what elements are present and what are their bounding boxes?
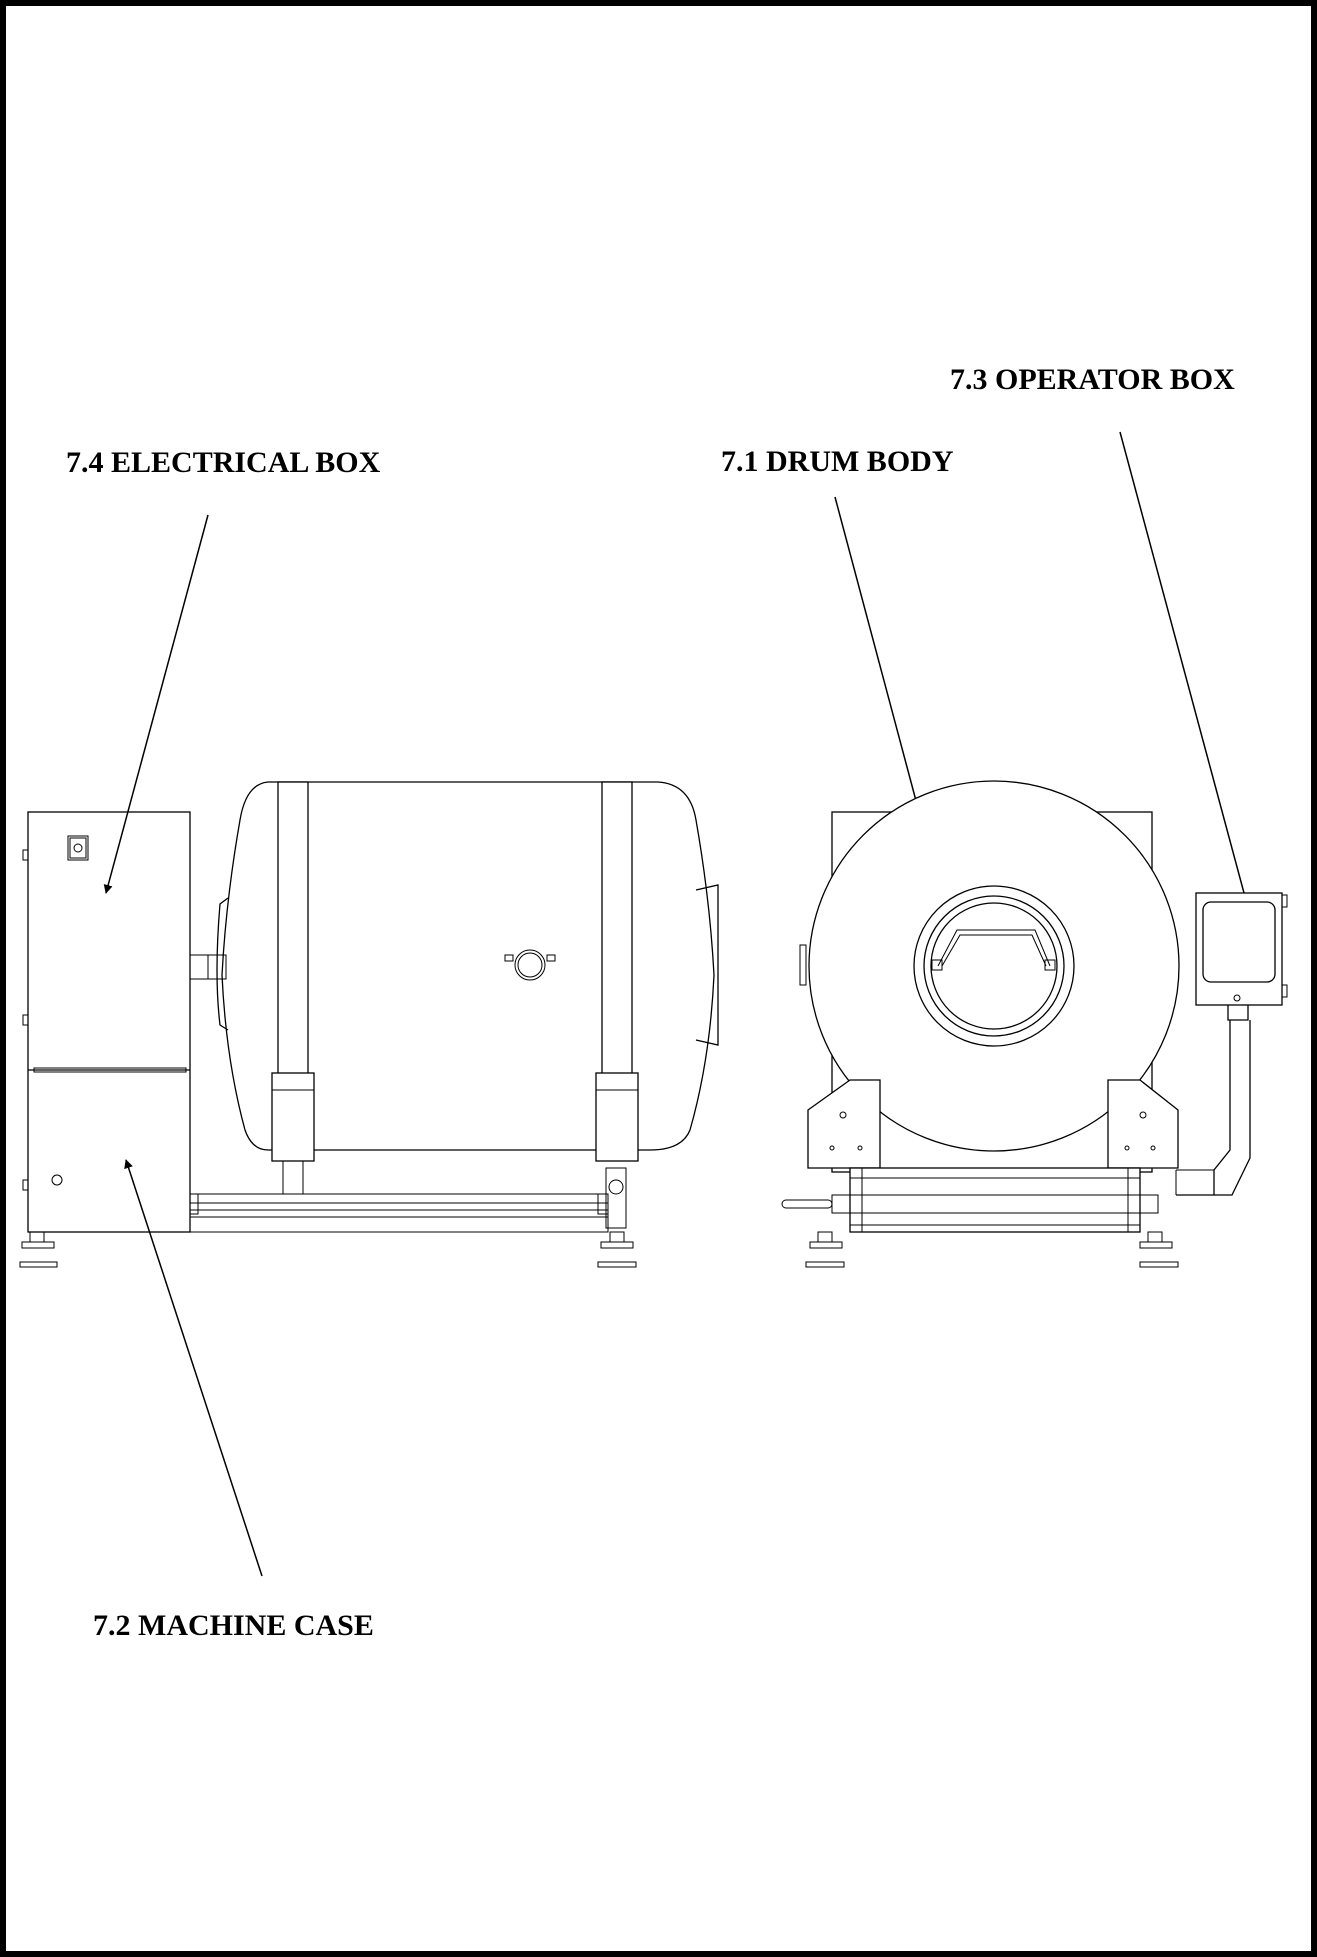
arrow-electrical-box (103, 514, 209, 894)
electrical-box (22, 811, 191, 1233)
label-operator-box: 7.3 OPERATOR BOX (950, 363, 1235, 396)
side-view (19, 781, 719, 1268)
front-feet (805, 1231, 1179, 1268)
drum-body-side (189, 781, 719, 1162)
front-base (781, 1167, 1159, 1233)
label-electrical-box: 7.4 ELECTRICAL BOX (66, 446, 381, 479)
front-view (781, 780, 1288, 1268)
front-brackets (807, 1079, 1179, 1169)
arrow-operator-box (1119, 431, 1261, 946)
drum-body-front (799, 780, 1180, 1152)
operator-box (1175, 892, 1288, 1196)
arrow-machine-case (124, 1159, 263, 1577)
side-feet (19, 1231, 637, 1268)
label-machine-case: 7.2 MACHINE CASE (93, 1609, 374, 1642)
arrow-drum-body (834, 496, 934, 858)
side-base-frame (189, 1159, 627, 1233)
machine-case (28, 1067, 190, 1186)
label-drum-body: 7.1 DRUM BODY (721, 445, 954, 478)
